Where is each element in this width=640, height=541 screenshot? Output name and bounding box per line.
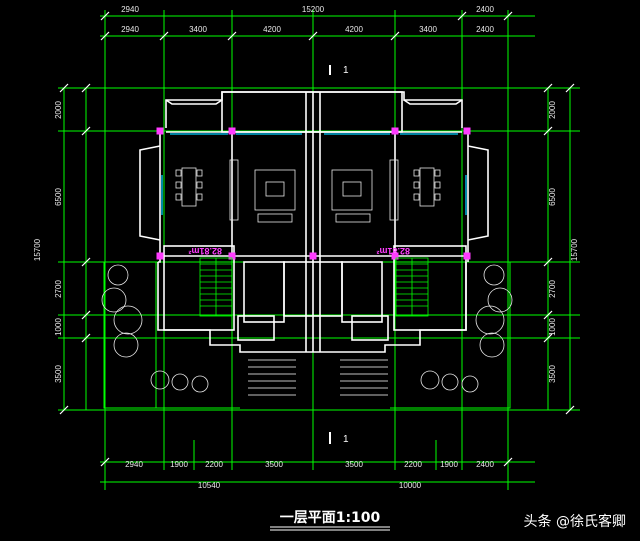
area-tag-left: 82.81m² <box>188 246 222 256</box>
landscape-trees <box>101 264 513 393</box>
drawing-title: 一层平面1:100 <box>280 510 381 526</box>
top-overall-left: 2940 <box>121 5 139 14</box>
bottom-dim-3: 2200 <box>205 460 223 469</box>
right-dim-3: 2700 <box>548 280 557 298</box>
left-dim-5: 3500 <box>54 365 63 383</box>
left-dim-1: 2000 <box>54 101 63 119</box>
left-dim-3: 2700 <box>54 280 63 298</box>
bottom-dim-4: 3500 <box>265 460 283 469</box>
bottom-dim-1: 2940 <box>125 460 143 469</box>
left-dim-4: 1000 <box>54 318 63 336</box>
yard-outline <box>103 261 511 409</box>
top-dim-2: 3400 <box>189 25 207 34</box>
bottom-dim-8: 2400 <box>476 460 494 469</box>
watermark-text: 头条 @徐氏客卿 <box>523 514 626 530</box>
right-dim-2: 6500 <box>548 188 557 206</box>
top-overall-mid: 15200 <box>302 5 325 14</box>
right-dim-1: 2000 <box>548 101 557 119</box>
left-dim-2: 6500 <box>54 188 63 206</box>
top-dim-4: 4200 <box>345 25 363 34</box>
bottom-overall-left: 10540 <box>198 481 221 490</box>
window-lines <box>161 133 467 215</box>
dimension-lines <box>58 10 580 490</box>
structural-columns <box>156 127 471 260</box>
bottom-dim-7: 1900 <box>440 460 458 469</box>
furniture <box>175 159 441 223</box>
bottom-dim-5: 3500 <box>345 460 363 469</box>
bottom-overall-right: 10000 <box>399 481 422 490</box>
stair-right <box>395 257 429 317</box>
top-dim-5: 3400 <box>419 25 437 34</box>
top-dim-6: 2400 <box>476 25 494 34</box>
exterior-walls <box>139 91 489 353</box>
right-dim-4: 1000 <box>548 318 557 336</box>
left-total: 15700 <box>33 238 42 261</box>
top-dim-1: 2940 <box>121 25 139 34</box>
entry-steps <box>248 359 388 396</box>
right-dim-5: 3500 <box>548 365 557 383</box>
section-mark-top: 1 <box>343 65 349 76</box>
drawing-title-block: 一层平面1:100 <box>270 510 390 531</box>
bottom-dim-6: 2200 <box>404 460 422 469</box>
area-tag-right: 82.81m² <box>376 246 410 256</box>
top-dim-3: 4200 <box>263 25 281 34</box>
right-total: 15700 <box>570 238 579 261</box>
section-mark-bottom: 1 <box>343 434 349 445</box>
stair-left <box>199 257 233 317</box>
dimension-ticks <box>59 11 575 467</box>
top-overall-right: 2400 <box>476 5 494 14</box>
bottom-dim-2: 1900 <box>170 460 188 469</box>
